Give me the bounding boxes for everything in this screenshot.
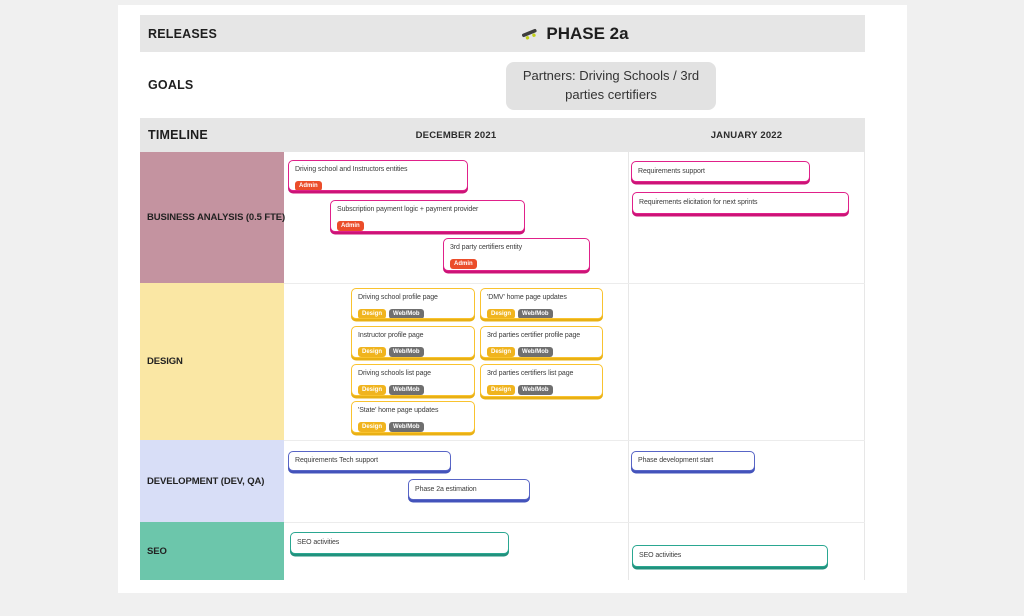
card-title: 3rd parties certifier profile page <box>487 332 581 339</box>
webmob-badge: Web/Mob <box>389 422 424 432</box>
design-badge: Design <box>358 385 387 395</box>
admin-badge: Admin <box>450 259 477 269</box>
card-development[interactable]: Phase 2a estimation <box>408 479 530 500</box>
card-title: 3rd party certifiers entity <box>450 244 522 251</box>
row-divider <box>284 440 865 441</box>
webmob-badge: Web/Mob <box>389 347 424 357</box>
card-title: 3rd parties certifiers list page <box>487 370 574 377</box>
admin-badge: Admin <box>337 221 364 231</box>
card-title: Phase 2a estimation <box>415 485 477 493</box>
design-badge: Design <box>358 422 387 432</box>
releases-label: RELEASES <box>148 26 217 41</box>
admin-badge: Admin <box>295 181 322 190</box>
lane-label: SEO <box>147 545 167 557</box>
webmob-badge: Web/Mob <box>518 347 553 357</box>
row-divider <box>284 522 865 523</box>
card-title: 'State' home page updates <box>358 407 439 414</box>
card-seo[interactable]: SEO activities <box>632 545 828 567</box>
card-title: Subscription payment logic + payment pro… <box>337 206 479 213</box>
design-badge: Design <box>358 309 387 318</box>
lane-development: DEVELOPMENT (DEV, QA) <box>140 440 284 522</box>
lane-label: DESIGN <box>147 356 183 367</box>
lane-business-analysis: BUSINESS ANALYSIS (0.5 FTE) <box>140 152 286 283</box>
card-ba[interactable]: 3rd party certifiers entity Admin <box>443 238 590 271</box>
card-seo[interactable]: SEO activities <box>290 532 509 554</box>
card-title: Driving school profile page <box>358 294 438 301</box>
column-divider <box>628 152 629 580</box>
card-title: Instructor profile page <box>358 332 424 339</box>
timeline-row: TIMELINE DECEMBER 2021 JANUARY 2022 <box>140 118 865 152</box>
month-header-december: DECEMBER 2021 <box>415 129 497 141</box>
card-title: Driving schools list page <box>358 370 431 377</box>
lane-label: DEVELOPMENT (DEV, QA) <box>147 475 265 487</box>
card-ba[interactable]: Requirements elicitation for next sprint… <box>632 192 849 214</box>
goals-row: GOALS Partners: Driving Schools / 3rd pa… <box>140 52 865 118</box>
webmob-badge: Web/Mob <box>389 385 424 395</box>
goal-card[interactable]: Partners: Driving Schools / 3rd parties … <box>506 62 716 110</box>
design-badge: Design <box>487 385 516 395</box>
lane-design: DESIGN <box>140 283 284 440</box>
phase-header[interactable]: PHASE 2a <box>284 24 865 44</box>
releases-row: RELEASES PHASE 2a <box>140 15 865 52</box>
design-badge: Design <box>487 347 516 357</box>
table-right-border <box>864 152 865 580</box>
card-title: Driving school and Instructors entities <box>295 166 408 173</box>
card-title: Requirements elicitation for next sprint… <box>639 199 758 207</box>
lane-seo: SEO <box>140 522 284 580</box>
design-badge: Design <box>358 347 387 357</box>
card-title: 'DMV' home page updates <box>487 294 567 301</box>
row-divider <box>284 283 865 284</box>
timeline-label: TIMELINE <box>148 128 208 142</box>
card-title: SEO activities <box>297 539 340 547</box>
lane-label: BUSINESS ANALYSIS (0.5 FTE) <box>147 212 286 223</box>
card-ba[interactable]: Driving school and Instructors entities … <box>288 160 468 191</box>
card-title: SEO activities <box>639 552 682 560</box>
webmob-badge: Web/Mob <box>518 385 553 395</box>
card-ba[interactable]: Requirements support <box>631 161 810 182</box>
card-development[interactable]: Phase development start <box>631 451 755 471</box>
webmob-badge: Web/Mob <box>389 309 424 318</box>
card-design[interactable]: 3rd parties certifier profile page Desig… <box>480 326 603 358</box>
card-development[interactable]: Requirements Tech support <box>288 451 451 471</box>
card-ba[interactable]: Subscription payment logic + payment pro… <box>330 200 525 232</box>
month-header-january: JANUARY 2022 <box>710 129 783 141</box>
webmob-badge: Web/Mob <box>518 309 553 318</box>
goals-label: GOALS <box>148 78 194 92</box>
card-title: Requirements support <box>638 167 705 175</box>
phase-title: PHASE 2a <box>546 23 629 43</box>
card-title: Requirements Tech support <box>295 457 378 465</box>
board-canvas: RELEASES PHASE 2a GOALS Partners: Drivin… <box>118 5 907 593</box>
skateboard-icon <box>520 25 539 42</box>
card-title: Phase development start <box>638 457 714 465</box>
roadmap-table: RELEASES PHASE 2a GOALS Partners: Drivin… <box>140 15 865 580</box>
design-badge: Design <box>487 309 516 318</box>
